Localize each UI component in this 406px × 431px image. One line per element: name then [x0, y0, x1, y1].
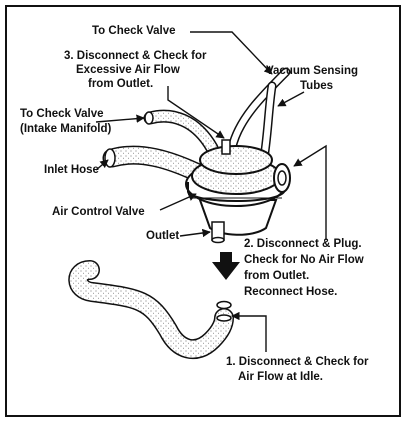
leader-lines	[95, 31, 327, 352]
diagram-border	[5, 5, 401, 417]
label-vacuum-line1: Vacuum Sensing	[266, 65, 359, 77]
label-step2-line3: from Outlet.	[244, 270, 310, 282]
label-step1-line2: Air Flow at Idle.	[238, 371, 323, 383]
label-to-check-valve-top: To Check Valve	[92, 25, 176, 37]
label-step3-line1: 3. Disconnect & Check for	[64, 50, 207, 62]
label-step2-line1: 2. Disconnect & Plug.	[244, 238, 362, 250]
label-step2-line2: Check for No Air Flow	[244, 254, 364, 266]
label-to-check-valve-left-line2: (Intake Manifold)	[20, 123, 112, 135]
label-step1-line1: 1. Disconnect & Check for	[226, 356, 369, 368]
label-step2-line4: Reconnect Hose.	[244, 286, 338, 298]
lower-hose	[68, 260, 234, 360]
label-outlet: Outlet	[146, 230, 180, 242]
label-air-control-valve: Air Control Valve	[52, 206, 145, 218]
hose-clamp-icon	[216, 300, 232, 310]
label-vacuum-line2: Tubes	[300, 80, 334, 92]
label-inlet-hose: Inlet Hose	[44, 164, 99, 176]
intake-manifold-hose	[143, 109, 219, 155]
label-step3-line2: Excessive Air Flow	[76, 64, 180, 76]
inlet-hose	[102, 145, 206, 182]
label-step3-line3: from Outlet.	[88, 78, 154, 90]
label-to-check-valve-left-line1: To Check Valve	[20, 108, 104, 120]
down-arrow-icon	[212, 252, 240, 280]
air-control-valve-body	[185, 139, 291, 244]
